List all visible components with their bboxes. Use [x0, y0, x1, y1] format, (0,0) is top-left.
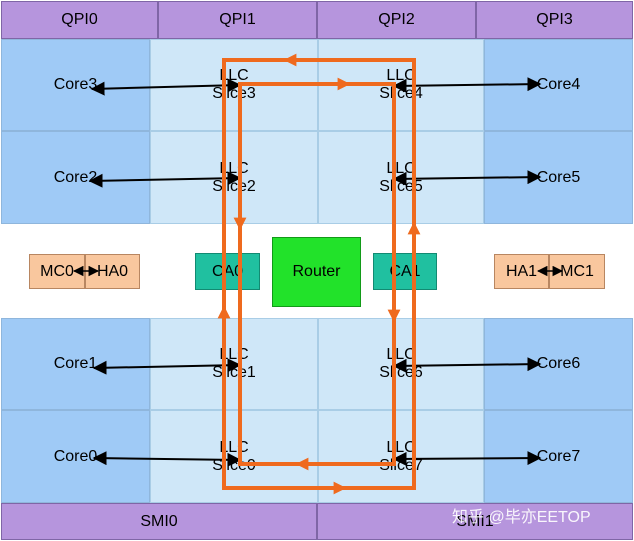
- core5-label: Core5: [536, 168, 581, 186]
- core0-label: Core0: [53, 447, 98, 465]
- ha1-label: HA1: [505, 262, 538, 280]
- qpi1-label: QPI1: [219, 11, 256, 28]
- router-label: Router: [292, 263, 341, 280]
- smi1-block: SMI1: [317, 503, 633, 540]
- core2-label: Core2: [53, 168, 98, 186]
- qpi2-block: QPI2: [317, 1, 476, 39]
- qpi3-block: QPI3: [476, 1, 633, 39]
- core3-slice3-connector: [90, 78, 242, 96]
- core7-label: Core7: [536, 447, 581, 465]
- smi1-label: SMI1: [456, 512, 494, 530]
- smi0-label: SMI0: [140, 512, 178, 530]
- mc0-label: MC0: [40, 262, 74, 280]
- ca0-block: CA0: [195, 253, 260, 290]
- core6-label: Core6: [536, 355, 581, 372]
- watermark: 知乎 @毕亦EETOP: [452, 509, 591, 526]
- core1-label: Core1: [53, 355, 98, 372]
- slice4-core4-connector: [392, 77, 542, 93]
- ca0-label: CA0: [211, 262, 244, 280]
- qpi0-block: QPI0: [1, 1, 158, 39]
- qpi0-label: QPI0: [61, 11, 98, 28]
- qpi3-label: QPI3: [536, 11, 573, 28]
- core0-slice0-connector: [92, 451, 242, 467]
- inner-ring: [238, 82, 396, 466]
- router-block: Router: [272, 237, 361, 307]
- outer-ring: [222, 58, 416, 490]
- slice5-core5-connector: [392, 170, 542, 186]
- slice6-core6-connector: [392, 357, 542, 373]
- core1-slice1-connector: [92, 358, 242, 375]
- core2-slice2-connector: [88, 171, 242, 188]
- mc1-label: MC1: [560, 262, 594, 280]
- core4-label: Core4: [536, 76, 581, 93]
- core3-label: Core3: [53, 76, 98, 93]
- qpi2-label: QPI2: [378, 11, 415, 28]
- smi0-block: SMI0: [1, 503, 317, 540]
- slice7-core7-connector: [392, 451, 542, 466]
- ha0-label: HA0: [96, 262, 129, 280]
- qpi1-block: QPI1: [158, 1, 317, 39]
